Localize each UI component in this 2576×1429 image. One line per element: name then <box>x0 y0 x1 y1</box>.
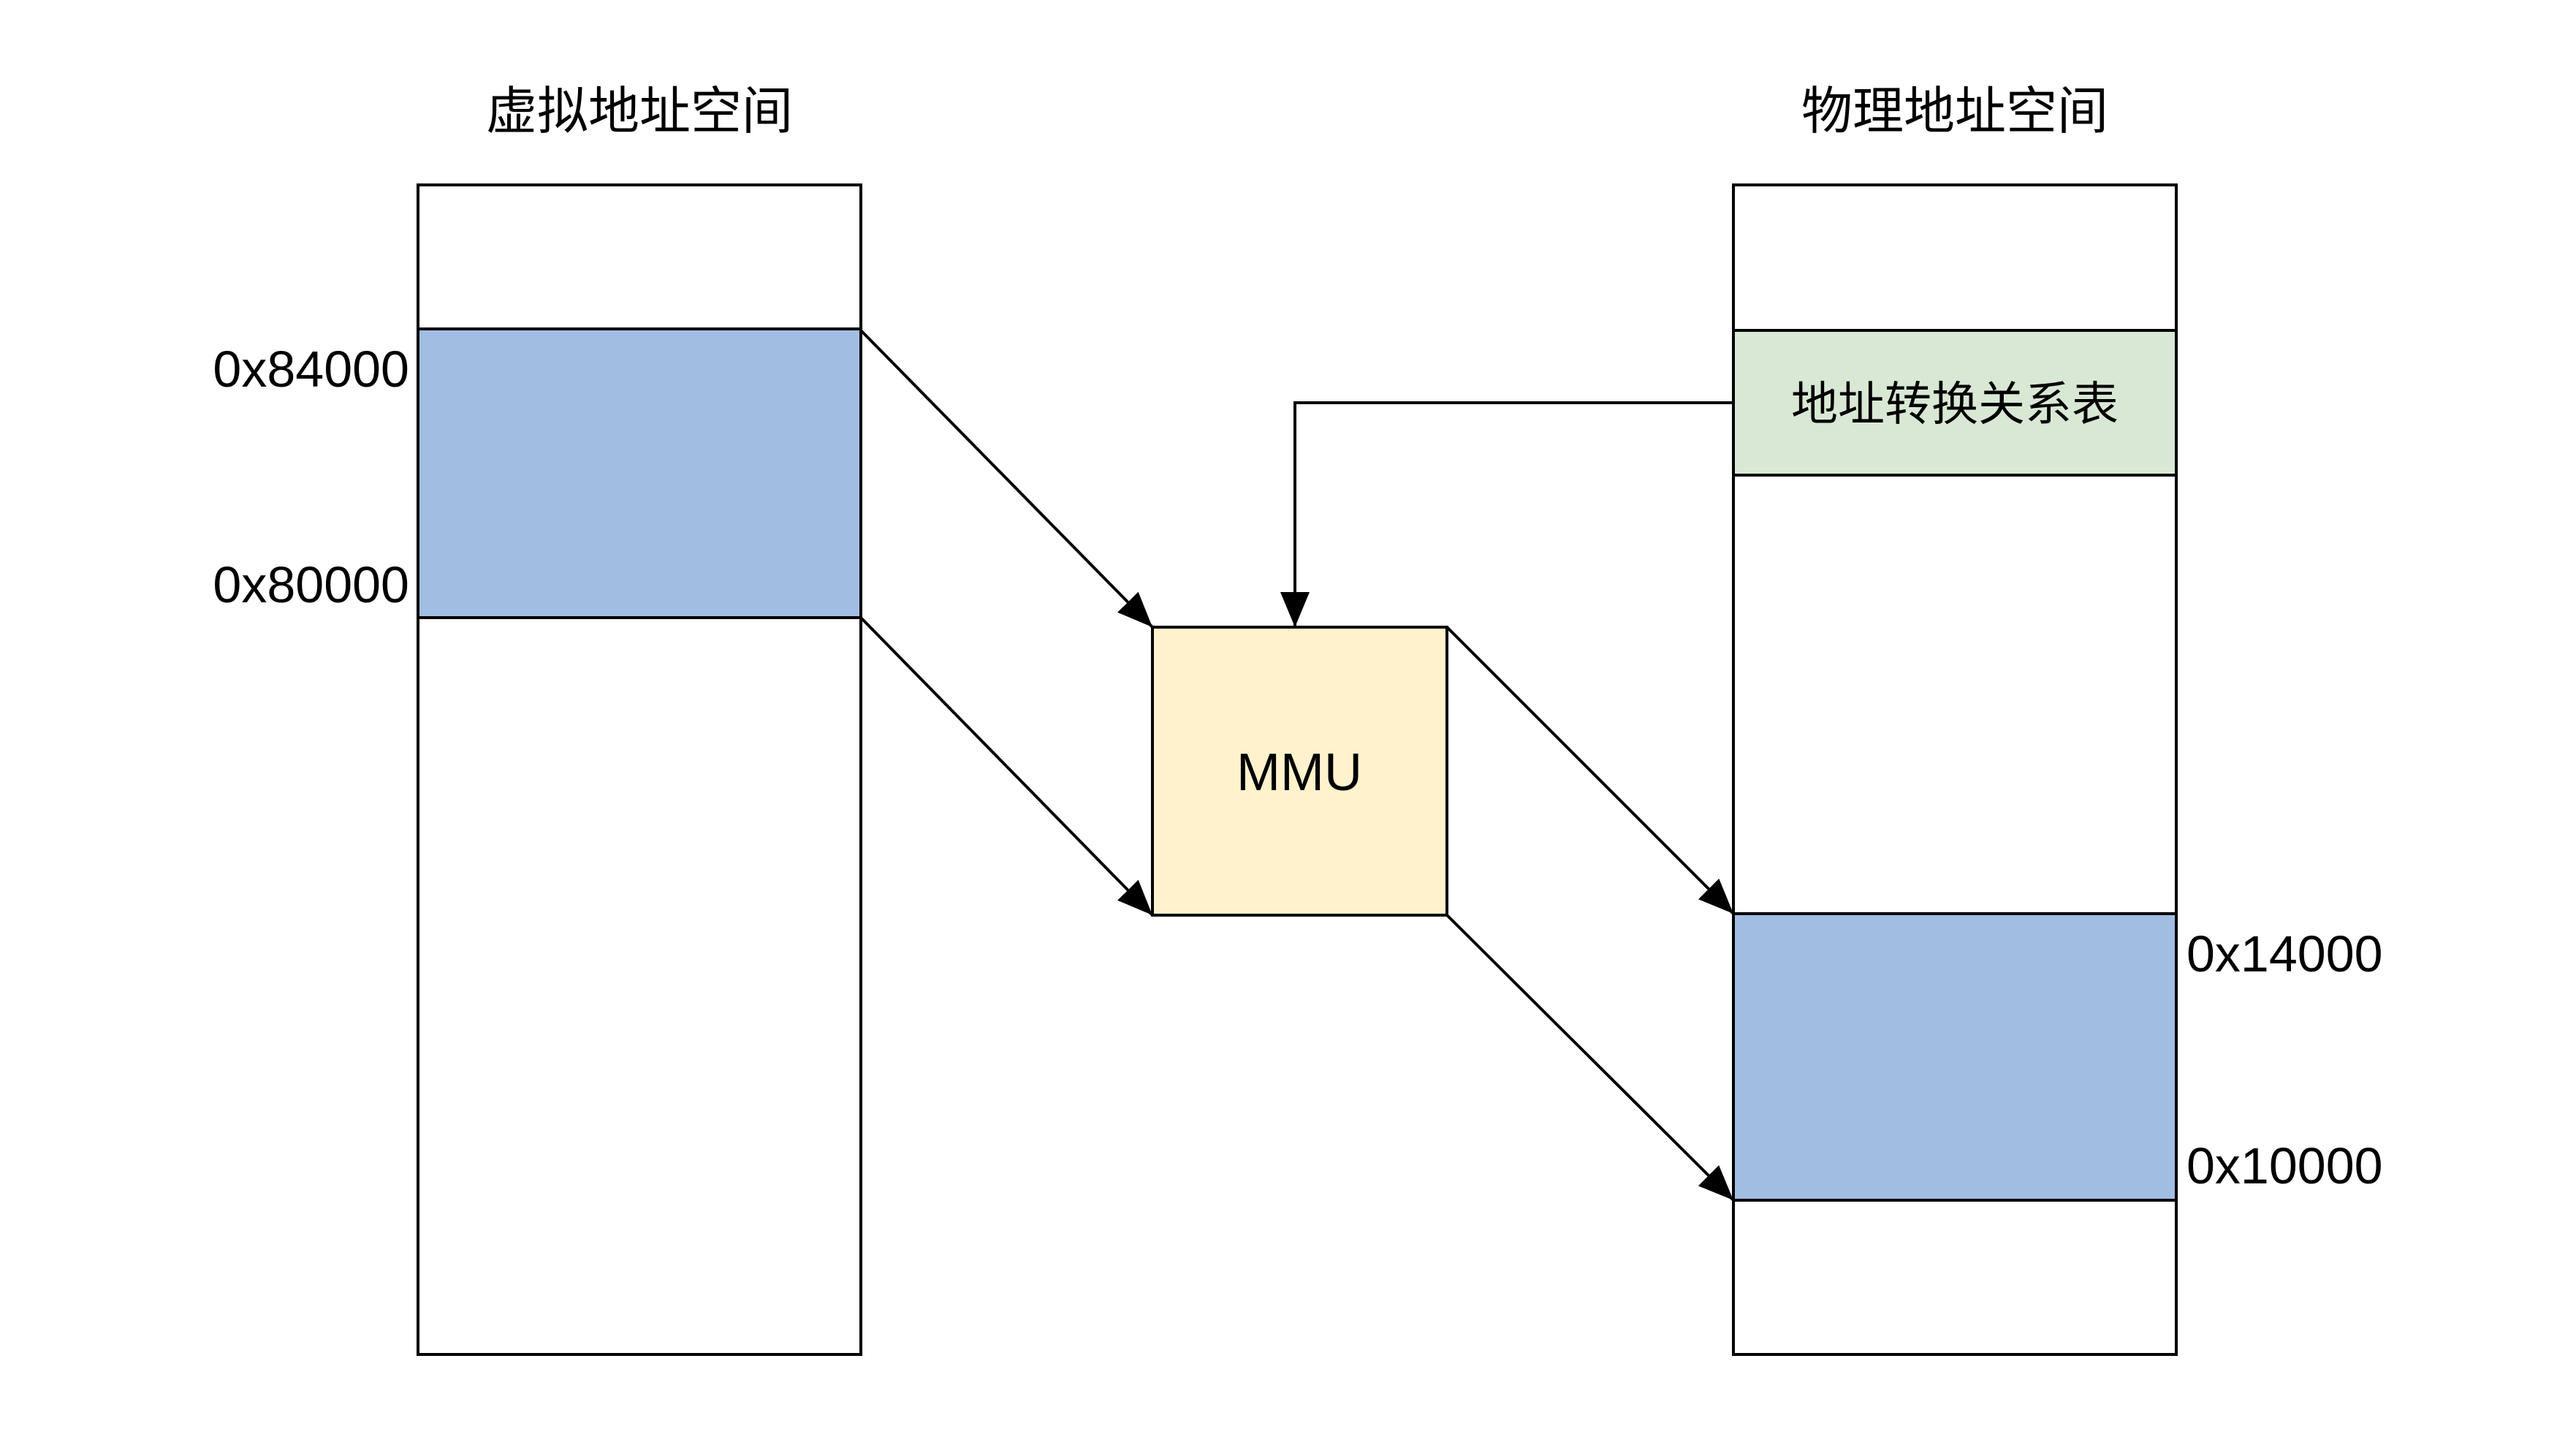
translation-table-region <box>1732 329 2178 477</box>
arrow-mmu-to-physical-region-top <box>1445 626 1735 915</box>
physical-region-start-address: 0x10000 <box>2186 1137 2383 1194</box>
arrow-translation-table-to-mmu <box>1280 401 1733 627</box>
translation-table-label: 地址转换关系表 <box>1791 378 2119 431</box>
virtual-region-start-address: 0x80000 <box>213 556 409 613</box>
physical-region-end-address: 0x14000 <box>2186 925 2383 982</box>
virtual-mapped-region <box>417 327 862 619</box>
arrow-virtual-region-top-to-mmu <box>859 329 1154 629</box>
physical-space-title: 物理地址空间 <box>1801 83 2108 140</box>
virtual-region-end-address: 0x84000 <box>213 341 409 398</box>
arrow-virtual-region-bottom-to-mmu <box>859 616 1154 917</box>
mmu-box <box>1151 626 1448 917</box>
physical-mapped-region <box>1732 912 2178 1202</box>
virtual-space-title: 虚拟地址空间 <box>486 83 793 140</box>
arrow-mmu-to-physical-region-bottom <box>1445 914 1735 1202</box>
mmu-label: MMU <box>1236 743 1362 802</box>
